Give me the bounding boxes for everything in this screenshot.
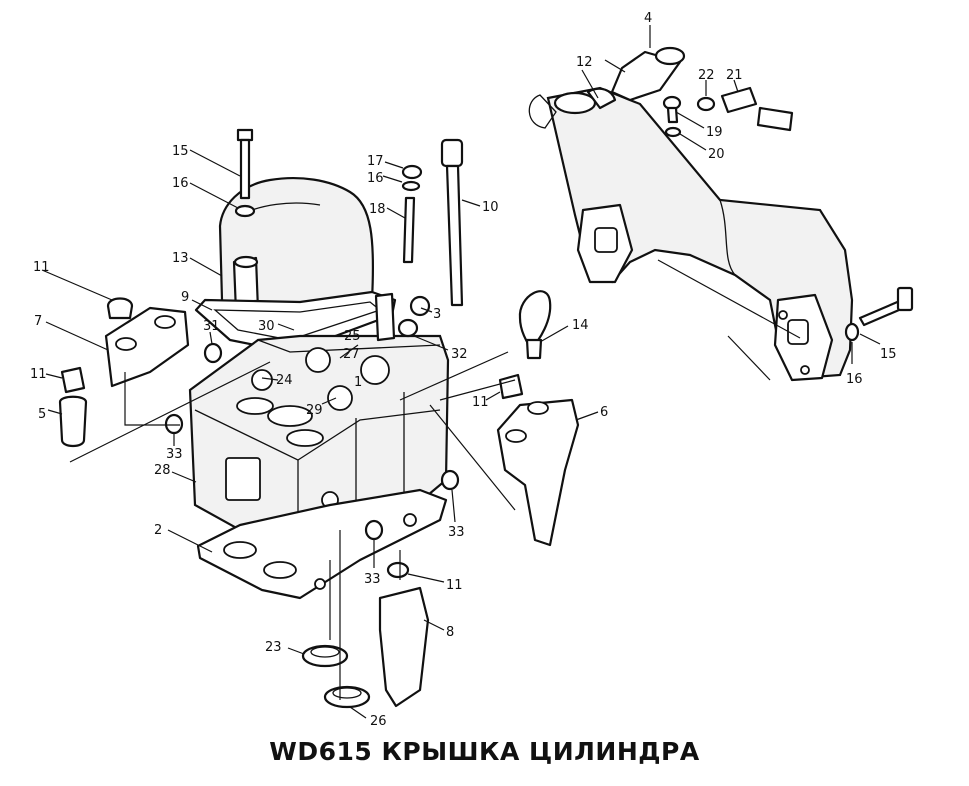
rocker-bracket-right — [496, 373, 580, 547]
small-bolts-group — [662, 86, 794, 138]
rocker-bracket-left — [104, 297, 190, 388]
callout-28: 28 — [154, 463, 171, 478]
diagram-title: WD615 КРЫШКА ЦИЛИНДРА — [269, 737, 700, 766]
exhaust-manifold — [528, 86, 854, 382]
rocker-bracket-lower — [378, 561, 430, 708]
callout-15: 15 — [172, 144, 189, 159]
callout-19: 19 — [706, 125, 723, 140]
callout-11: 11 — [33, 260, 50, 275]
nut-left — [58, 366, 88, 448]
callout-4: 4 — [644, 11, 652, 26]
callout-33b: 33 — [448, 525, 465, 540]
assembly-lines — [69, 259, 801, 700]
head-gasket — [196, 488, 448, 600]
callout-27: 27 — [343, 347, 360, 362]
callout-17: 17 — [367, 154, 384, 169]
callout-2: 2 — [154, 523, 162, 538]
callout-33: 33 — [166, 447, 183, 462]
manifold-bolt — [844, 286, 914, 342]
connector-pipe — [586, 46, 686, 110]
callout-24: 24 — [276, 373, 293, 388]
callout-30: 30 — [258, 319, 275, 334]
callout-20: 20 — [708, 147, 725, 162]
callout-5: 5 — [38, 407, 46, 422]
callout-16c: 16 — [846, 372, 863, 387]
callout-26: 26 — [370, 714, 387, 729]
callout-8: 8 — [446, 625, 454, 640]
callout-6: 6 — [600, 405, 608, 420]
callout-16: 16 — [172, 176, 189, 191]
callout-12: 12 — [576, 55, 593, 70]
callout-1: 1 — [354, 375, 362, 390]
lifting-eye — [518, 290, 552, 360]
valve-seat-rings — [301, 644, 371, 709]
small-washers — [164, 292, 460, 541]
callout-21: 21 — [726, 68, 743, 83]
long-bolt — [440, 138, 464, 307]
callout-15b: 15 — [880, 347, 897, 362]
callout-29: 29 — [306, 403, 323, 418]
callout-18: 18 — [369, 202, 386, 217]
callout-31: 31 — [203, 319, 220, 334]
callout-22: 22 — [698, 68, 715, 83]
callout-7: 7 — [34, 314, 42, 329]
callout-16b: 16 — [367, 171, 384, 186]
callout-32: 32 — [451, 347, 468, 362]
callout-13: 13 — [172, 251, 189, 266]
callout-labels: 1 2 3 4 5 6 7 8 9 10 11 11 11 11 — [30, 11, 897, 729]
callout-9: 9 — [181, 290, 189, 305]
cover-bolt — [234, 128, 256, 218]
stud-with-nut — [401, 164, 423, 264]
callout-11c: 11 — [472, 395, 489, 410]
callout-10: 10 — [482, 200, 499, 215]
callout-23: 23 — [265, 640, 282, 655]
callout-3: 3 — [433, 307, 441, 322]
callout-11d: 11 — [446, 578, 463, 593]
callout-14: 14 — [572, 318, 589, 333]
callout-33c: 33 — [364, 572, 381, 587]
callout-25: 25 — [344, 329, 361, 344]
callout-11b: 11 — [30, 367, 47, 382]
